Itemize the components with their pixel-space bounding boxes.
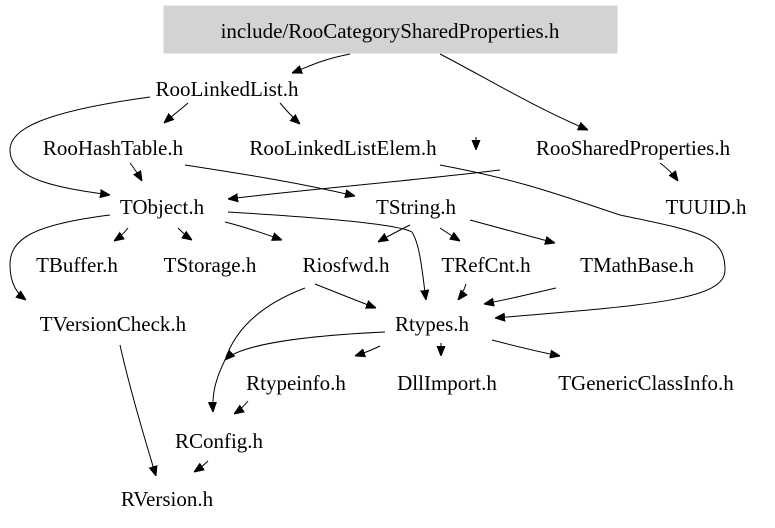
edge-tobject-to-tversioncheck xyxy=(9,214,111,300)
edge-roolinkedlistelem-to-rtypes xyxy=(439,164,726,318)
edge-root-to-roosharedproperties xyxy=(439,53,588,130)
edge-rtypeinfo-to-rconfig xyxy=(234,400,249,414)
root-node-box xyxy=(163,5,618,54)
edge-tversioncheck-to-rversion xyxy=(119,344,156,476)
edge-roolinkedlist-to-roolinkedlistelem xyxy=(279,102,300,124)
node-label-root: include/RooCategorySharedProperties.h xyxy=(221,19,560,43)
edge-tstring-to-riosfwd xyxy=(378,224,411,242)
edge-roolinkedlist-to-roohashtable xyxy=(164,102,189,123)
node-rconfig[interactable]: RConfig.h xyxy=(175,429,264,453)
node-root[interactable]: include/RooCategorySharedProperties.h xyxy=(163,5,618,54)
edges xyxy=(9,53,726,476)
node-riosfwd[interactable]: Riosfwd.h xyxy=(303,253,390,277)
node-tmathbase[interactable]: TMathBase.h xyxy=(580,253,694,277)
edge-rconfig-to-rversion xyxy=(194,460,209,472)
node-tstring[interactable]: TString.h xyxy=(376,195,456,219)
node-tgenericclassinfo[interactable]: TGenericClassInfo.h xyxy=(558,371,734,395)
edge-tobject-to-tbuffer xyxy=(114,227,129,241)
node-tstorage[interactable]: TStorage.h xyxy=(164,253,257,277)
edge-rtypes-to-tgenericclassinfo xyxy=(491,339,560,356)
edge-roolinkedlist-to-tobject xyxy=(9,96,151,195)
edge-tmathbase-to-rtypes xyxy=(484,287,557,304)
edge-trefcnt-to-rtypes xyxy=(458,283,466,300)
edge-tobject-to-tstorage xyxy=(177,227,192,240)
node-rversion[interactable]: RVersion.h xyxy=(121,487,214,511)
edge-roohashtable-to-tstring xyxy=(184,164,355,196)
node-tuuid[interactable]: TUUID.h xyxy=(665,195,747,219)
node-roo-linked-list[interactable]: RooLinkedList.h xyxy=(156,77,299,101)
edge-roosharedproperties-to-tobject xyxy=(228,169,501,199)
edge-tobject-to-rtypes xyxy=(227,211,426,300)
edge-riosfwd-to-rtypes xyxy=(314,283,376,308)
nodes: include/RooCategorySharedProperties.h Ro… xyxy=(36,5,747,511)
edge-tstring-to-tmathbase xyxy=(469,219,555,243)
edge-roosharedproperties-to-tuuid xyxy=(659,162,678,181)
node-roo-hash-table[interactable]: RooHashTable.h xyxy=(43,136,184,160)
node-roo-shared-properties[interactable]: RooSharedProperties.h xyxy=(536,136,731,160)
node-rtypeinfo[interactable]: Rtypeinfo.h xyxy=(246,371,346,395)
node-tversioncheck[interactable]: TVersionCheck.h xyxy=(40,312,187,336)
edge-root-to-roolinkedlist xyxy=(292,53,351,73)
edge-rtypes-to-rconfig xyxy=(225,331,386,360)
node-roo-linked-list-elem[interactable]: RooLinkedListElem.h xyxy=(249,136,437,160)
node-tobject[interactable]: TObject.h xyxy=(120,195,205,219)
edge-rtypes-to-rtypeinfo xyxy=(355,345,381,356)
node-trefcnt[interactable]: TRefCnt.h xyxy=(441,253,531,277)
edge-tstring-to-trefcnt xyxy=(439,227,460,241)
edge-roohashtable-to-tobject xyxy=(129,162,142,181)
node-dllimport[interactable]: DllImport.h xyxy=(397,371,497,395)
node-rtypes[interactable]: Rtypes.h xyxy=(395,312,470,336)
edge-tobject-to-riosfwd xyxy=(224,221,282,240)
node-tbuffer[interactable]: TBuffer.h xyxy=(36,253,118,277)
